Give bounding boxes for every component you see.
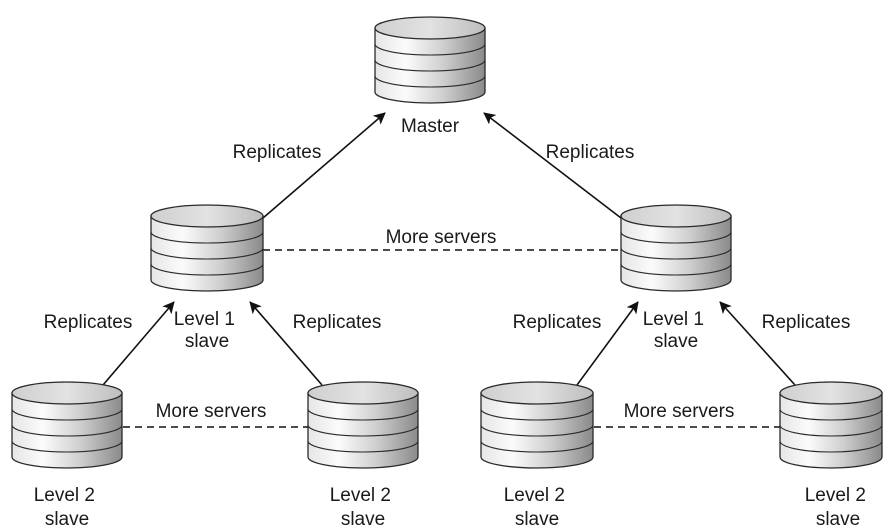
arrow-l2b-to-l1-left [249,301,323,386]
level2-c-database-icon [480,381,594,469]
arrow-l2d-to-l1-right [719,301,796,386]
peer-link-labels: More servers More servers More servers [156,227,735,422]
edge-labels: Replicates Replicates Replicates Replica… [44,142,851,333]
master-label: Master [401,116,460,137]
level2-a-label: Level 2 slave [34,485,101,530]
replication-arrows [102,112,796,386]
level2-c-label-line2: slave [515,509,559,530]
level2-c-label-line1: Level 2 [504,485,565,506]
level1-right-label-line1: Level 1 [643,309,704,330]
replicates-label-l2a: Replicates [44,312,133,333]
level2-b-label-line2: slave [341,509,385,530]
level2-d-label-line2: slave [816,509,860,530]
level2-c-label: Level 2 slave [504,485,571,530]
replicates-label-l2d: Replicates [762,312,851,333]
level1-left-label: Level 1 slave [174,309,241,352]
more-servers-label-level2-left: More servers [156,401,267,422]
replicates-label-l1-left: Replicates [233,142,322,163]
more-servers-label-level2-right: More servers [624,401,735,422]
arrow-l1-right-to-master [483,112,622,219]
level1-right-label: Level 1 slave [643,309,710,352]
arrow-l2a-to-l1-left [102,301,175,386]
node-labels: Master Level 1 slave Level 1 slave Level… [34,116,872,530]
level2-b-label: Level 2 slave [330,485,397,530]
level2-b-database-icon [307,381,419,469]
replicates-label-l1-right: Replicates [546,142,635,163]
replicates-label-l2c: Replicates [513,312,602,333]
more-servers-label-level1: More servers [386,227,497,248]
arrow-l2c-to-l1-right [576,301,639,386]
level2-d-label: Level 2 slave [805,485,872,530]
level2-a-database-icon [11,381,123,469]
arrow-l1-left-to-master [262,112,386,219]
level2-d-label-line1: Level 2 [805,485,866,506]
replicates-label-l2b: Replicates [293,312,382,333]
level1-left-label-line2: slave [185,331,229,352]
level2-a-label-line1: Level 2 [34,485,95,506]
level1-left-database-icon [150,204,264,292]
level1-right-label-line2: slave [654,331,698,352]
database-cylinders [11,16,883,469]
level2-a-label-line2: slave [45,509,89,530]
master-database-icon [374,16,486,104]
level2-b-label-line1: Level 2 [330,485,391,506]
level1-left-label-line1: Level 1 [174,309,235,330]
peer-links [123,249,780,428]
level1-right-database-icon [620,204,732,292]
level2-d-database-icon [779,381,883,469]
